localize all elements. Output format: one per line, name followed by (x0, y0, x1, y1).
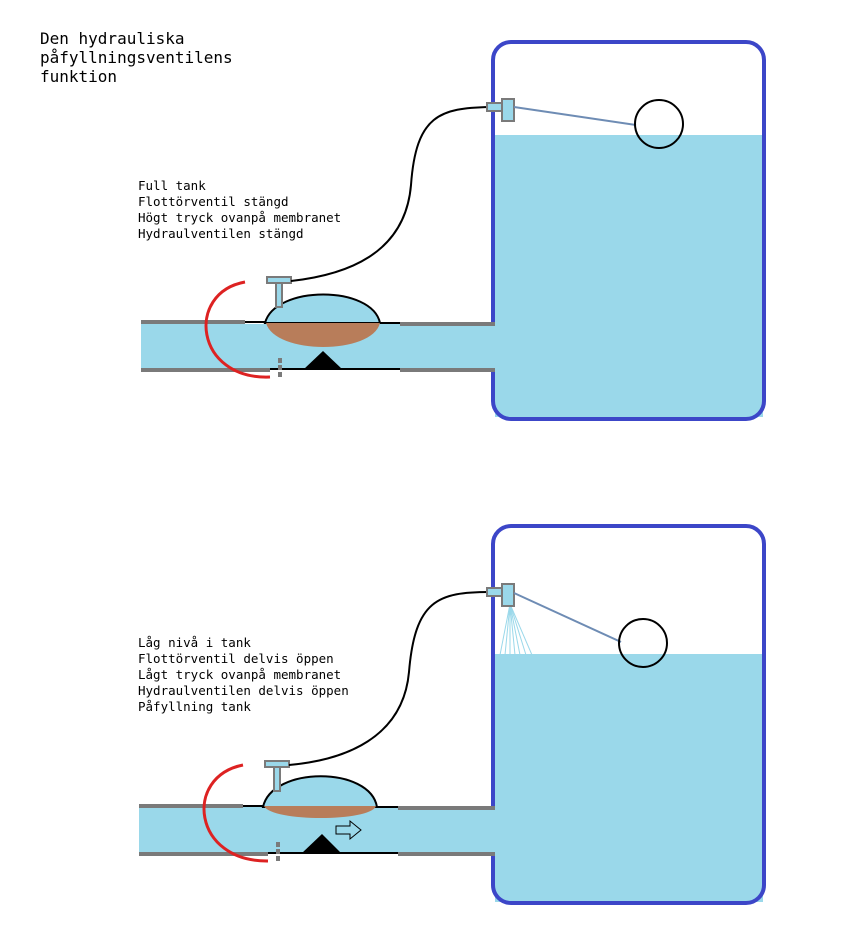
signal-tube (290, 106, 491, 282)
float-ball (618, 618, 668, 668)
caption-line: Full tank (138, 178, 206, 193)
tank-outline (491, 524, 766, 905)
valve-seat (304, 351, 342, 369)
tank-outline (491, 40, 766, 421)
valve-seat (302, 834, 341, 853)
caption-line: Låg nivå i tank (138, 635, 251, 650)
title-line-1: Den hydrauliska (40, 29, 185, 48)
caption-line: Hydraulventilen delvis öppen (138, 683, 349, 698)
float-valve-body (501, 98, 515, 122)
flow-arrow-icon (335, 819, 362, 841)
valve-dome (261, 775, 379, 808)
tank-water (495, 135, 763, 417)
membrane (264, 806, 376, 818)
caption-line: Påfyllning tank (138, 699, 251, 714)
t-fitting-stem (275, 282, 283, 308)
title-line-3: funktion (40, 67, 117, 86)
inflow-spray (499, 603, 533, 656)
caption-line: Lågt tryck ovanpå membranet (138, 667, 341, 682)
float-valve-inlet (486, 102, 504, 112)
pilot-tube (202, 763, 269, 863)
caption-line: Högt tryck ovanpå membranet (138, 210, 341, 225)
panel-full-tank (141, 40, 766, 421)
caption-line: Flottörventil stängd (138, 194, 289, 209)
pilot-tube (204, 280, 271, 379)
title-line-2: påfyllningsventilens (40, 48, 233, 67)
t-fitting-stem (273, 766, 281, 792)
valve-dome (263, 293, 382, 324)
float-ball (634, 99, 684, 149)
signal-tube (288, 591, 491, 766)
caption-line: Hydraulventilen stängd (138, 226, 304, 241)
float-valve-inlet (486, 587, 504, 597)
float-arm (513, 106, 637, 126)
caption-line: Flottörventil delvis öppen (138, 651, 334, 666)
float-valve-body (501, 583, 515, 607)
tank-water (495, 654, 763, 902)
float-arm (513, 592, 622, 643)
panel-low-level (139, 524, 766, 905)
membrane (266, 323, 380, 347)
